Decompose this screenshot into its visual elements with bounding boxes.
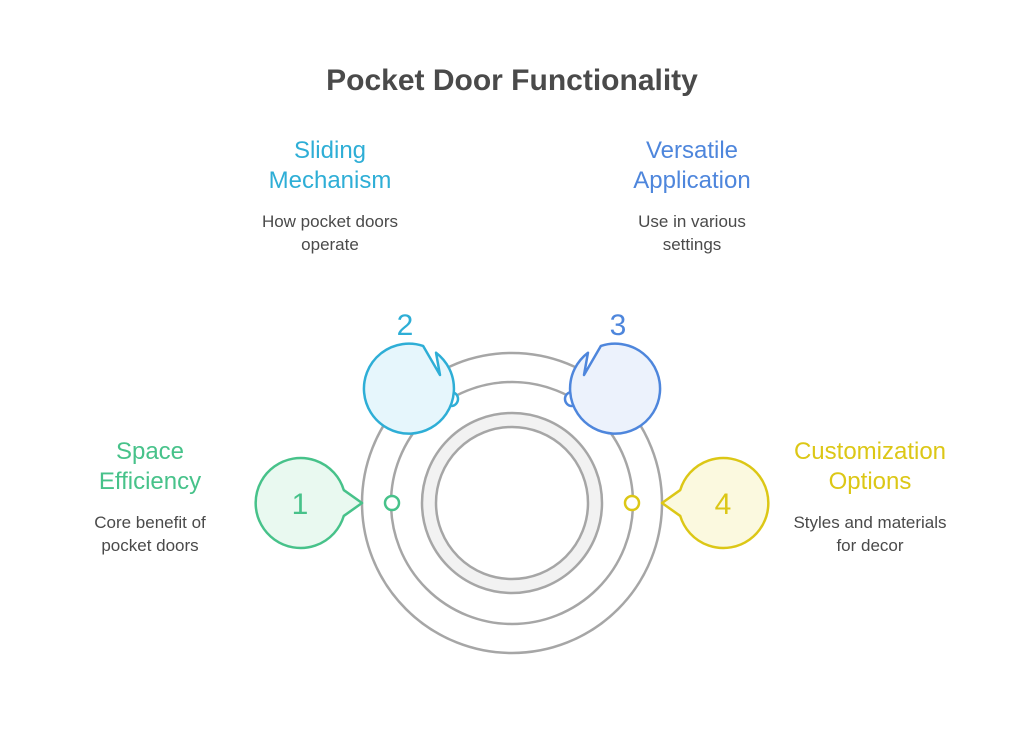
item-2-title: Sliding Mechanism: [230, 136, 430, 196]
number-4: 4: [715, 488, 732, 521]
item-3-description: Use in various settings: [592, 210, 792, 256]
item-1-title: Space Efficiency: [60, 437, 240, 497]
item-1-desc-line: Core benefit of: [94, 513, 206, 532]
item-1-title-line: Space: [115, 438, 185, 465]
item-2-description: How pocket doors operate: [230, 210, 430, 256]
diagram-title: Pocket Door Functionality: [326, 64, 698, 97]
item-4-description: Styles and materials for decor: [760, 511, 980, 557]
item-2-desc-line: How pocket doors: [261, 212, 399, 231]
number-2: 2: [397, 309, 414, 342]
item-3-title-line: Application: [633, 167, 751, 194]
item-4-title-line: Options: [828, 468, 912, 495]
item-3-desc-line: Use in various: [638, 212, 746, 231]
item-2-title-line: Mechanism: [268, 167, 392, 194]
item-2-desc-line: operate: [301, 235, 359, 254]
bubble-4: [660, 456, 770, 550]
item-3-title-line: Versatile: [645, 137, 739, 164]
bubble-2: [362, 342, 456, 435]
bubble-1: [254, 456, 364, 550]
item-4-desc-line: for decor: [836, 536, 904, 555]
item-4-title-line: Customization: [793, 438, 947, 465]
item-2-title-line: Sliding: [293, 137, 367, 164]
item-1-title-line: Efficiency: [98, 468, 202, 495]
number-1: 1: [292, 488, 309, 521]
core-circle: [434, 425, 590, 581]
item-4-desc-line: Styles and materials: [793, 513, 947, 532]
item-1-desc-line: pocket doors: [101, 536, 199, 555]
item-4-title: Customization Options: [760, 437, 980, 497]
marker-1: [383, 494, 401, 512]
number-3: 3: [610, 309, 627, 342]
item-3-desc-line: settings: [662, 235, 722, 254]
bubble-3: [568, 342, 662, 435]
item-3-title: Versatile Application: [592, 136, 792, 196]
item-1-description: Core benefit of pocket doors: [60, 511, 240, 557]
marker-4: [623, 494, 641, 512]
